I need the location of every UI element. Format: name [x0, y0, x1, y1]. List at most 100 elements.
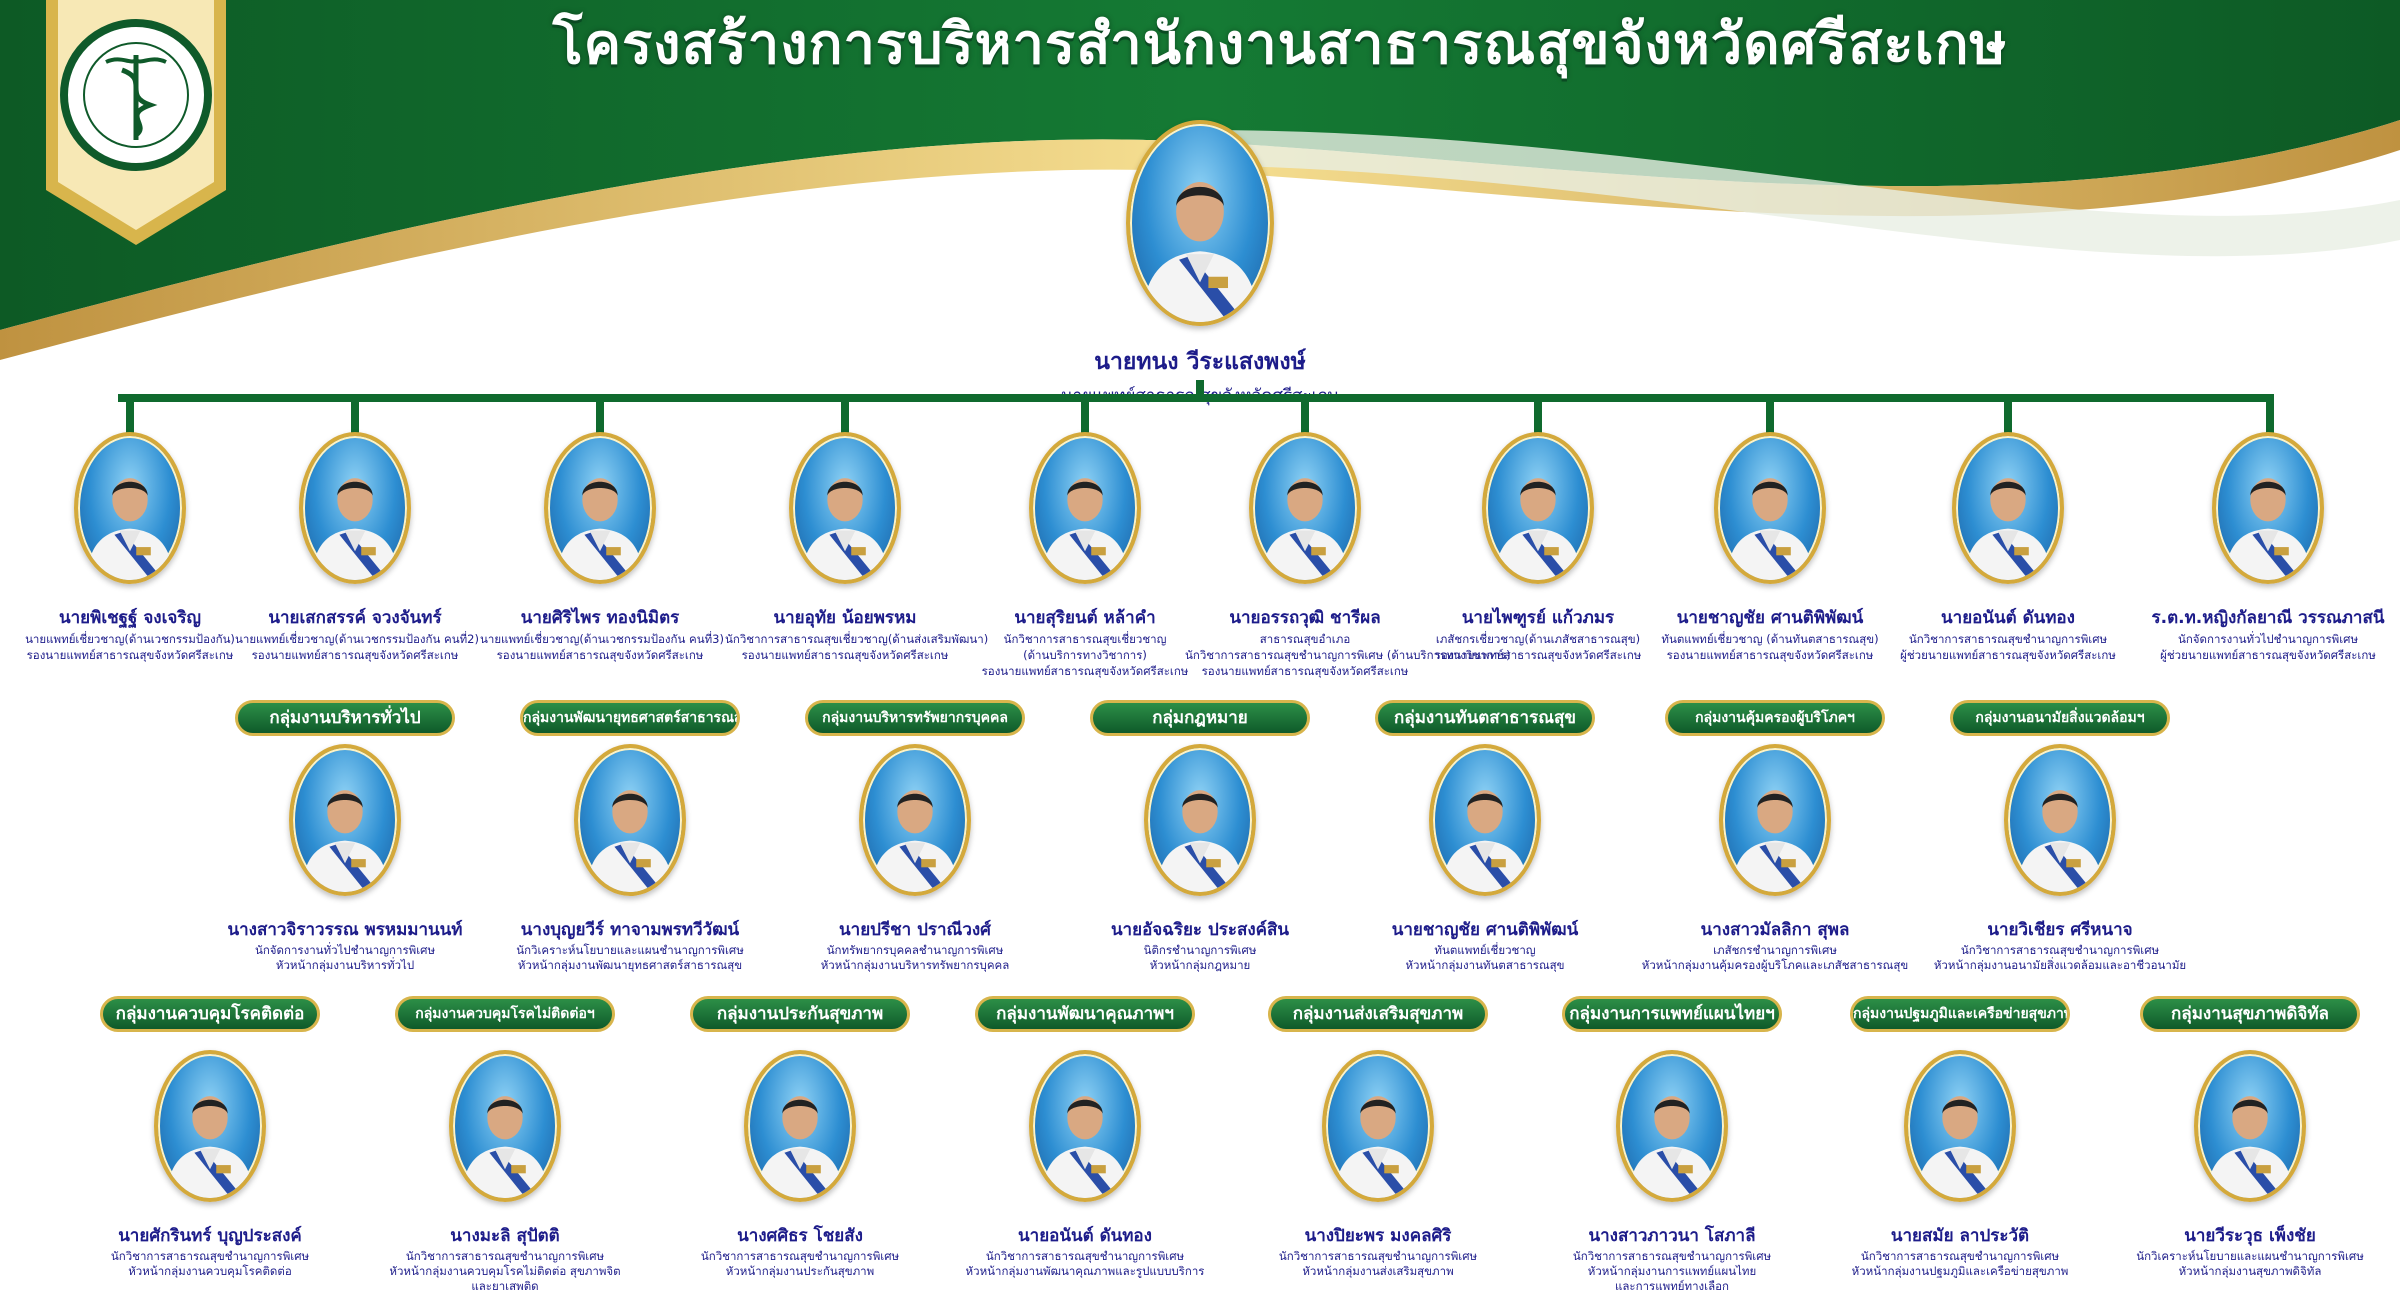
group-label: กลุ่มงานควบคุมโรคไม่ติดต่อฯ	[395, 996, 615, 1032]
person-position: สาธารณสุขอำเภอ	[1259, 632, 1351, 646]
person-position: นักวิชาการสาธารณสุขชำนาญการพิเศษ	[700, 1249, 900, 1263]
person-name: นายไพฑูรย์ แก้วภมร	[1461, 608, 1615, 628]
person-name: นายวีระวุธ เพ็งชัย	[2184, 1226, 2316, 1246]
person-position: และยาเสพติด	[471, 1279, 539, 1293]
deputy-card: นายชาญชัย ศานติพิพัฒน์ทันตแพทย์เชี่ยวชาญ…	[1650, 432, 1890, 663]
portrait-photo	[1714, 432, 1826, 584]
person-position: รองนายแพทย์สาธารณสุขจังหวัดศรีสะเกษ	[251, 648, 459, 662]
person-position: รองนายแพทย์สาธารณสุขจังหวัดศรีสะเกษ	[496, 648, 704, 662]
chief-portrait	[1126, 120, 1274, 326]
group-head-card: นางสาวภาวนา โสภาลีนักวิชาการสาธารณสุขชำน…	[1532, 1050, 1812, 1294]
deputy-card: นายอุทัย น้อยพรหมนักวิชาการสาธารณสุขเชี่…	[725, 432, 989, 663]
person-position: หัวหน้ากลุ่มงานสุขภาพดิจิทัล	[2178, 1264, 2322, 1278]
person-position: ทันตแพทย์เชี่ยวชาญ (ด้านทันตสาธารณสุข)	[1661, 632, 1879, 646]
office-logo	[36, 0, 236, 250]
person-name: นายสุริยนต์ หล้าคำ	[1014, 608, 1156, 628]
person-position: นักวิชาการสาธารณสุขเชี่ยวชาญ	[1003, 632, 1167, 646]
person-position: นายแพทย์เชี่ยวชาญ(ด้านเวชกรรมป้องกัน คนท…	[235, 632, 479, 646]
group-head-card: นางมะลิ สุปัตตินักวิชาการสาธารณสุขชำนาญก…	[365, 1050, 645, 1294]
person-name: นายอุทัย น้อยพรหม	[773, 608, 917, 628]
person-position: (ด้านบริการทางวิชาการ)	[1023, 648, 1147, 662]
person-position: นักวิชาการสาธารณสุขชำนาญการพิเศษ (ด้านบร…	[1185, 648, 1511, 662]
person-position: และการแพทย์ทางเลือก	[1614, 1279, 1730, 1293]
portrait-photo	[2212, 432, 2324, 584]
person-position: รองนายแพทย์สาธารณสุขจังหวัดศรีสะเกษ	[26, 648, 234, 662]
portrait-photo	[1322, 1050, 1434, 1202]
person-name: ร.ต.ท.หญิงกัลยาณี วรรณภาสนี	[2151, 608, 2385, 628]
deputy-card: นายพิเชฐฐ์ จงเจริญนายแพทย์เชี่ยวชาญ(ด้าน…	[10, 432, 250, 663]
group-label: กลุ่มงานส่งเสริมสุขภาพ	[1268, 996, 1488, 1032]
person-position: นักวิชาการสาธารณสุขชำนาญการพิเศษ	[405, 1249, 605, 1263]
deputy-card: ร.ต.ท.หญิงกัลยาณี วรรณภาสนีนักจัดการงานท…	[2148, 432, 2388, 663]
portrait-photo	[449, 1050, 561, 1202]
person-position: นักวิชาการสาธารณสุขเชี่ยวชาญ(ด้านส่งเสริ…	[725, 632, 989, 646]
group-label: กลุ่มงานคุ้มครองผู้บริโภคฯ	[1665, 700, 1885, 736]
portrait-photo	[1482, 432, 1594, 584]
person-position: เภสัชกรชำนาญการพิเศษ	[1713, 943, 1837, 957]
person-name: นายปรีชา ปราณีวงศ์	[839, 920, 991, 940]
group-label: กลุ่มงานควบคุมโรคติดต่อ	[100, 996, 320, 1032]
person-name: นายวิเชียร ศรีหนาจ	[1987, 920, 2133, 940]
person-name: นายอนันต์ ดันทอง	[1941, 608, 2075, 628]
person-name: นางสาวภาวนา โสภาลี	[1588, 1226, 1756, 1246]
portrait-photo	[1952, 432, 2064, 584]
group-label: กลุ่มงานทันตสาธารณสุข	[1375, 700, 1595, 736]
deputy-card: นายศิริไพร ทองนิมิตรนายแพทย์เชี่ยวชาญ(ด้…	[480, 432, 724, 663]
person-position: รองนายแพทย์สาธารณสุขจังหวัดศรีสะเกษ	[981, 664, 1189, 678]
portrait-photo	[154, 1050, 266, 1202]
person-position: นักวิชาการสาธารณสุขชำนาญการพิเศษ	[110, 1249, 310, 1263]
person-position: นักทรัพยากรบุคคลชำนาญการพิเศษ	[826, 943, 1004, 957]
person-name: นายศิริไพร ทองนิมิตร	[520, 608, 680, 628]
chief-name: นายทนง วีระแสงพงษ์	[1094, 349, 1306, 375]
person-name: นางบุญยวีร์ ทาจามพรทวีวัฒน์	[520, 920, 740, 940]
person-position: นักวิชาการสาธารณสุขชำนาญการพิเศษ	[1960, 943, 2160, 957]
portrait-photo	[744, 1050, 856, 1202]
person-position: นักวิเคราะห์นโยบายและแผนชำนาญการพิเศษ	[2136, 1249, 2364, 1263]
group-head-card: นายวิเชียร ศรีหนาจนักวิชาการสาธารณสุขชำน…	[1920, 744, 2200, 973]
group-head-card: นายชาญชัย ศานติพิพัฒน์ทันตแพทย์เชี่ยวชาญ…	[1345, 744, 1625, 973]
group-label: กลุ่มงานบริหารทั่วไป	[235, 700, 455, 736]
portrait-photo	[1904, 1050, 2016, 1202]
person-position: หัวหน้ากลุ่มงานการแพทย์แผนไทย	[1587, 1264, 1757, 1278]
group-head-card: นางบุญยวีร์ ทาจามพรทวีวัฒน์นักวิเคราะห์น…	[490, 744, 770, 973]
group-label: กลุ่มงานพัฒนายุทธศาสตร์สาธารณสุข	[520, 700, 740, 736]
portrait-photo	[544, 432, 656, 584]
chief-officer-card: นายทนง วีระแสงพงษ์ นายแพทย์สาธารณสุขจังห…	[1030, 120, 1370, 409]
person-position: หัวหน้ากลุ่มงานบริหารทั่วไป	[275, 958, 415, 972]
person-name: นายเสกสรรค์ จวงจันทร์	[268, 608, 442, 628]
person-name: นายชาญชัย ศานติพิพัฒน์	[1676, 608, 1864, 628]
person-position: นักวิชาการสาธารณสุขชำนาญการพิเศษ	[1572, 1249, 1772, 1263]
person-name: นายชาญชัย ศานติพิพัฒน์	[1391, 920, 1579, 940]
person-position: หัวหน้ากลุ่มกฎหมาย	[1149, 958, 1251, 972]
person-position: หัวหน้ากลุ่มงานส่งเสริมสุขภาพ	[1302, 1264, 1454, 1278]
group-label: กลุ่มงานประกันสุขภาพ	[690, 996, 910, 1032]
person-position: ผู้ช่วยนายแพทย์สาธารณสุขจังหวัดศรีสะเกษ	[2160, 648, 2376, 662]
group-label: กลุ่มงานบริหารทรัพยากรบุคคล	[805, 700, 1025, 736]
portrait-photo	[1719, 744, 1831, 896]
group-label: กลุ่มงานปฐมภูมิและเครือข่ายสุขภาพ	[1850, 996, 2070, 1032]
deputy-card: นายสุริยนต์ หล้าคำนักวิชาการสาธารณสุขเชี…	[965, 432, 1205, 679]
portrait-photo	[289, 744, 401, 896]
person-position: นายแพทย์เชี่ยวชาญ(ด้านเวชกรรมป้องกัน คนท…	[480, 632, 724, 646]
org-connector-lines	[118, 380, 2274, 440]
group-head-card: นายอัจฉริยะ ประสงค์สินนิติกรชำนาญการพิเศ…	[1060, 744, 1340, 973]
deputy-card: นายไพฑูรย์ แก้วภมรเภสัชกรเชี่ยวชาญ(ด้านเ…	[1418, 432, 1658, 663]
person-position: นักจัดการงานทั่วไปชำนาญการพิเศษ	[254, 943, 436, 957]
portrait-photo	[1249, 432, 1361, 584]
person-name: นายอัจฉริยะ ประสงค์สิน	[1110, 920, 1290, 940]
person-name: นายศักรินทร์ บุญประสงค์	[118, 1226, 302, 1246]
person-name: นางสาวมัลลิกา สุพล	[1700, 920, 1850, 940]
deputy-card: นายเสกสรรค์ จวงจันทร์นายแพทย์เชี่ยวชาญ(ด…	[235, 432, 479, 663]
person-position: นิติกรชำนาญการพิเศษ	[1143, 943, 1257, 957]
person-position: เภสัชกรเชี่ยวชาญ(ด้านเภสัชสาธารณสุข)	[1435, 632, 1641, 646]
portrait-photo	[1144, 744, 1256, 896]
group-head-card: นางศศิธร โชยสังนักวิชาการสาธารณสุขชำนาญก…	[660, 1050, 940, 1279]
person-position: หัวหน้ากลุ่มงานปฐมภูมิและเครือข่ายสุขภาพ	[1851, 1264, 2069, 1278]
person-position: หัวหน้ากลุ่มงานควบคุมโรคไม่ติดต่อ สุขภาพ…	[389, 1264, 621, 1278]
person-position: นักจัดการงานทั่วไปชำนาญการพิเศษ	[2177, 632, 2359, 646]
deputy-card: นายอรรถวุฒิ ชารีผลสาธารณสุขอำเภอนักวิชาก…	[1185, 432, 1511, 679]
person-position: หัวหน้ากลุ่มงานพัฒนายุทธศาสตร์สาธารณสุข	[517, 958, 743, 972]
person-name: นายสมัย ลาประวัติ	[1890, 1226, 2030, 1246]
person-position: หัวหน้ากลุ่มงานทันตสาธารณสุข	[1405, 958, 1565, 972]
person-position: นักวิชาการสาธารณสุขชำนาญการพิเศษ	[1908, 632, 2108, 646]
